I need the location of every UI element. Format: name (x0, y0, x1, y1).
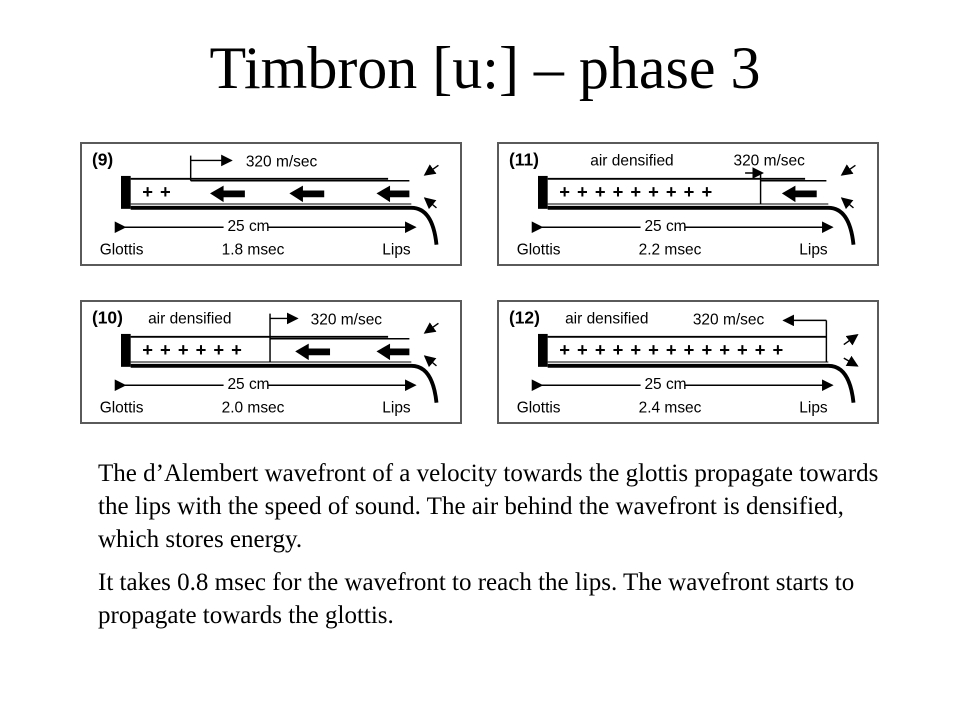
pressure-pluses: + + + + + + + + + (559, 181, 713, 202)
panel-9-diagram: (9) + + 320 m/sec 25 cm Glottis 1.8 msec… (92, 149, 439, 258)
pressure-pluses: + + + + + + (142, 339, 243, 360)
panel-11: (11) air densified + + + + + + + + + 320… (497, 142, 879, 266)
glottis-block (121, 333, 131, 367)
length-label: 25 cm (644, 376, 686, 393)
air-densified-label: air densified (590, 152, 673, 169)
glottis-block (538, 175, 548, 209)
panel-11-diagram: (11) air densified + + + + + + + + + 320… (509, 149, 856, 258)
length-label: 25 cm (644, 218, 686, 235)
panel-id: (10) (92, 307, 123, 327)
slide-title: Timbron [u:] – phase 3 (209, 35, 761, 101)
panel-10: (10) air densified + + + + + + 320 m/sec… (80, 300, 462, 424)
speed-label: 320 m/sec (311, 311, 383, 328)
air-densified-label: air densified (565, 310, 648, 327)
glottis-block (538, 333, 548, 367)
air-densified-label: air densified (148, 310, 231, 327)
time-label: 2.2 msec (639, 241, 702, 258)
flow-arrows (295, 343, 410, 361)
length-label: 25 cm (227, 376, 269, 393)
lips-label: Lips (799, 241, 828, 258)
speed-label: 320 m/sec (246, 153, 318, 170)
body-text: The d’Alembert wavefront of a velocity t… (98, 457, 888, 642)
glottis-label: Glottis (517, 241, 561, 258)
lips-label: Lips (382, 241, 411, 258)
panel-10-diagram: (10) air densified + + + + + + 320 m/sec… (92, 307, 439, 416)
flow-arrows (781, 185, 817, 203)
lip-arrow-out-up (843, 334, 859, 346)
lips-label: Lips (799, 399, 828, 416)
pressure-pluses: + + (142, 181, 171, 202)
glottis-label: Glottis (100, 399, 144, 416)
time-label: 1.8 msec (222, 241, 285, 258)
panel-id: (11) (509, 149, 539, 169)
flow-arrows (210, 185, 410, 203)
paragraph-2: It takes 0.8 msec for the wavefront to r… (98, 569, 855, 629)
lip-arrow-out-down (843, 355, 859, 367)
speed-label: 320 m/sec (733, 152, 805, 169)
speed-label: 320 m/sec (693, 311, 765, 328)
panel-12: (12) air densified + + + + + + + + + + +… (497, 300, 879, 424)
time-label: 2.4 msec (639, 399, 702, 416)
time-label: 2.0 msec (222, 399, 285, 416)
tube-bottom-wall (547, 363, 856, 403)
panel-9: (9) + + 320 m/sec 25 cm Glottis 1.8 msec… (80, 142, 462, 266)
glottis-label: Glottis (100, 241, 144, 258)
pressure-pluses: + + + + + + + + + + + + + (559, 339, 784, 360)
tube-bottom-wall (130, 205, 439, 245)
paragraph-1: The d’Alembert wavefront of a velocity t… (98, 460, 879, 553)
panel-id: (9) (92, 149, 113, 169)
length-label: 25 cm (227, 218, 269, 235)
lip-arrow-out (423, 355, 437, 368)
panel-12-diagram: (12) air densified + + + + + + + + + + +… (509, 307, 859, 416)
lip-arrow-out (840, 197, 854, 210)
tube-bottom-wall (547, 205, 856, 245)
lip-arrow-in (840, 164, 856, 176)
panel-id: (12) (509, 307, 540, 327)
lip-arrow-in (423, 322, 439, 334)
lip-arrow-in (423, 164, 439, 176)
glottis-block (121, 175, 131, 209)
glottis-label: Glottis (517, 399, 561, 416)
lip-arrow-out (423, 197, 437, 210)
tube-bottom-wall (130, 363, 439, 403)
lips-label: Lips (382, 399, 411, 416)
